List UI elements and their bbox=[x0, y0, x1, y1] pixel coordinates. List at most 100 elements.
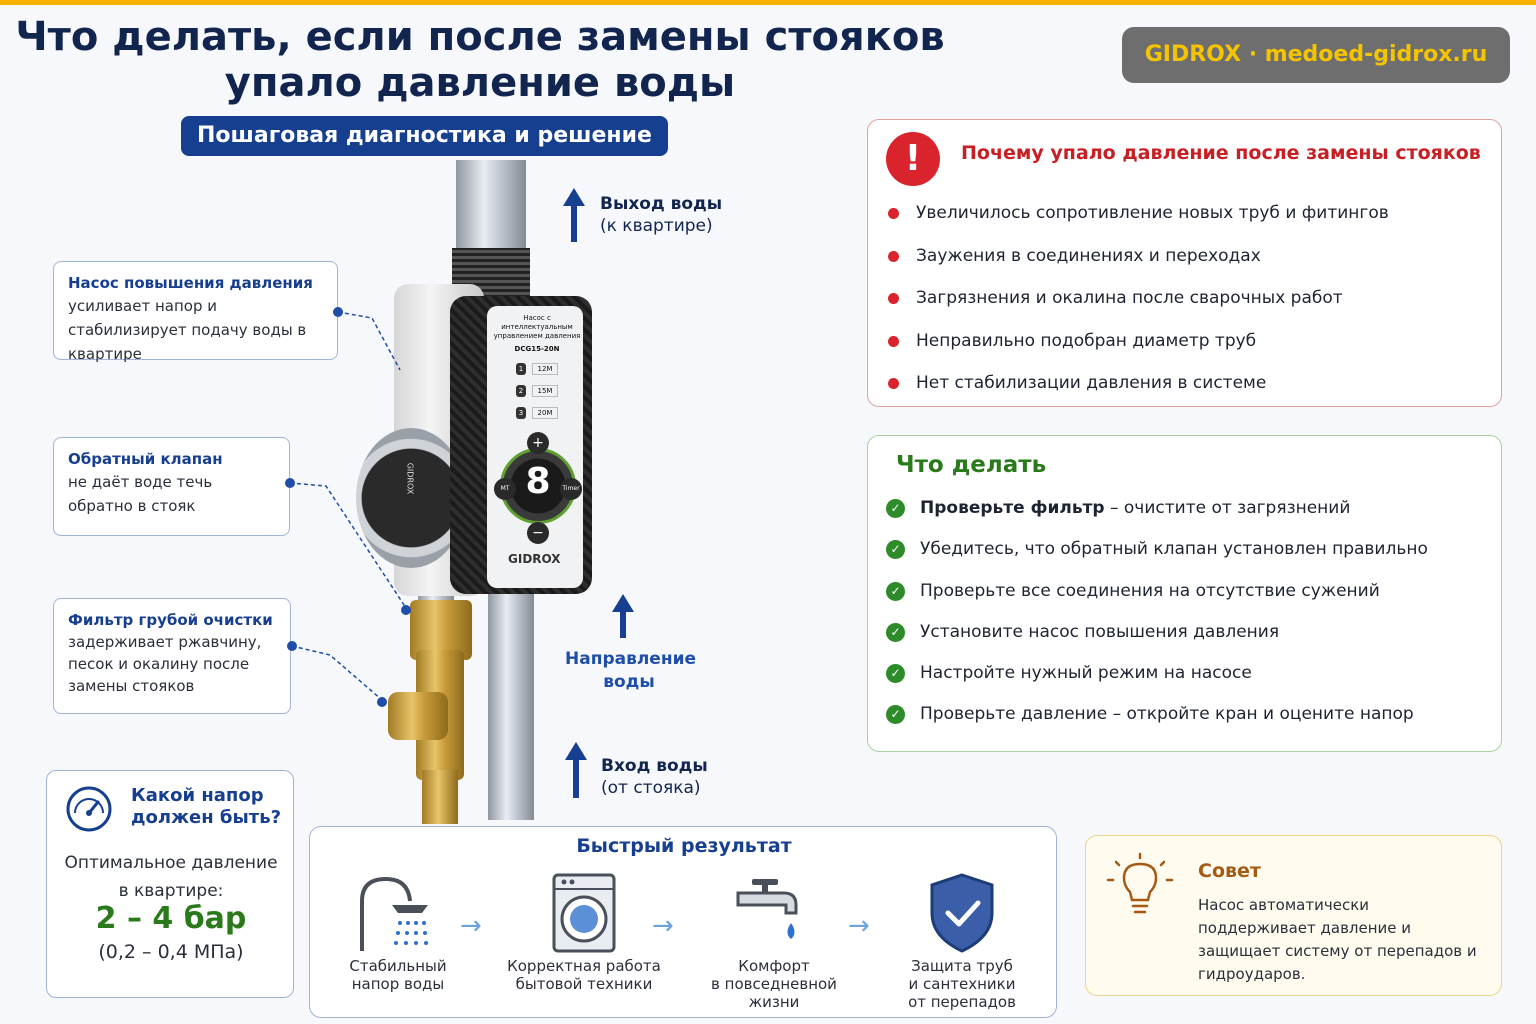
arrow-right-icon: → bbox=[848, 911, 870, 941]
pressure-text: Оптимальное давление в квартире: bbox=[47, 849, 295, 905]
outlet-arrow-icon bbox=[563, 188, 585, 242]
result-label-line-2: бытовой техники bbox=[515, 975, 653, 993]
check-circle-icon: ✓ bbox=[886, 664, 905, 684]
result-item-shield: Защита труб и сантехники от перепадов bbox=[876, 871, 1048, 1011]
list-item: ✓ Убедитесь, что обратный клапан установ… bbox=[886, 529, 1428, 570]
list-item: ✓ Проверьте давление – откройте кран и о… bbox=[886, 694, 1428, 735]
title-line-2: упало давление воды bbox=[224, 60, 736, 106]
pump-mode-1: 1 12M bbox=[516, 362, 566, 376]
callout-dot bbox=[287, 641, 297, 651]
list-item: Нет стабилизации давления в системе bbox=[888, 362, 1389, 405]
todo-list: ✓ Проверьте фильтр – очистите от загрязн… bbox=[886, 488, 1428, 736]
todo-item-text: Проверьте давление – откройте кран и оце… bbox=[920, 704, 1414, 725]
result-label-line-2: в повседневной bbox=[711, 975, 837, 993]
quick-result-title: Быстрый результат bbox=[576, 835, 792, 857]
todo-item-text: Настройте нужный режим на насосе bbox=[920, 663, 1252, 684]
callout-check-valve: Обратный клапан не даёт воде течь обратн… bbox=[53, 437, 290, 536]
todo-item-bold: Проверьте фильтр bbox=[920, 498, 1105, 518]
pump-label: Насос с интеллектуальным управлением дав… bbox=[492, 314, 582, 354]
result-label-line-2: и сантехники bbox=[908, 975, 1016, 993]
pump-plus-button: + bbox=[527, 432, 549, 454]
pressure-title-line-2: должен быть? bbox=[131, 807, 282, 828]
pipe-inlet-brass bbox=[422, 770, 458, 824]
alert-icon: ! bbox=[886, 132, 940, 186]
result-label-line-3: жизни bbox=[748, 993, 800, 1011]
callout-dot bbox=[285, 478, 295, 488]
why-title: Почему упало давление после замены стояк… bbox=[961, 142, 1481, 164]
pipe-bottom bbox=[488, 590, 534, 820]
list-item: ✓ Проверьте фильтр – очистите от загрязн… bbox=[886, 488, 1428, 529]
list-item: ✓ Настройте нужный режим на насосе bbox=[886, 653, 1428, 694]
callout-text: усиливает напор и стабилизирует подачу в… bbox=[68, 297, 307, 363]
callout-text: задерживает ржавчину, песок и окалину по… bbox=[68, 633, 262, 695]
result-item-washing-machine: Корректная работа бытовой техники bbox=[498, 871, 670, 993]
todo-item-text: Проверьте все соединения на отсутствие с… bbox=[920, 580, 1380, 601]
callout-dot bbox=[333, 307, 343, 317]
result-label: Стабильный напор воды bbox=[312, 957, 484, 993]
result-label-line-1: Стабильный bbox=[349, 957, 447, 975]
list-item: ✓ Проверьте все соединения на отсутствие… bbox=[886, 571, 1428, 612]
inlet-label: Вход воды (от стояка) bbox=[601, 755, 708, 799]
mode-label: 12M bbox=[532, 363, 558, 375]
inlet-arrow-icon bbox=[565, 742, 587, 798]
pump-label-line-1: Насос с интеллектуальным bbox=[501, 314, 573, 331]
pressure-text-line-1: Оптимальное давление bbox=[64, 853, 278, 873]
mode-number: 1 bbox=[516, 363, 526, 375]
result-label-line-1: Защита труб bbox=[911, 957, 1013, 975]
check-circle-icon: ✓ bbox=[886, 499, 905, 518]
result-label-line-1: Корректная работа bbox=[507, 957, 661, 975]
filter-branch bbox=[388, 692, 448, 740]
pump-right-button: Timer bbox=[560, 478, 582, 500]
mode-number: 2 bbox=[516, 385, 526, 397]
inlet-subtitle: (от стояка) bbox=[601, 778, 701, 798]
mode-label: 15M bbox=[532, 385, 558, 397]
pressure-value: 2 – 4 бар bbox=[95, 901, 247, 936]
pump-minus-button: − bbox=[527, 522, 549, 544]
pressure-text-line-2: в квартире: bbox=[118, 881, 224, 901]
arrow-right-icon: → bbox=[460, 911, 482, 941]
todo-item-text: Убедитесь, что обратный клапан установле… bbox=[920, 539, 1428, 560]
outlet-label: Выход воды (к квартире) bbox=[600, 193, 722, 237]
arrow-right-icon: → bbox=[652, 911, 674, 941]
result-label-line-2: напор воды bbox=[351, 975, 445, 993]
list-item: Неправильно подобран диаметр труб bbox=[888, 320, 1389, 363]
result-label-line-1: Комфорт bbox=[738, 957, 810, 975]
tip-text: Насос автоматически поддерживает давлени… bbox=[1198, 896, 1477, 983]
lightbulb-icon bbox=[1106, 852, 1174, 914]
pressure-mpa: (0,2 – 0,4 МПа) bbox=[98, 941, 244, 963]
result-item-faucet: Комфорт в повседневной жизни bbox=[688, 871, 860, 1011]
pressure-title-line-1: Какой напор bbox=[131, 785, 264, 806]
shield-check-icon bbox=[876, 871, 1048, 957]
todo-item-text: – очистите от загрязнений bbox=[1104, 498, 1351, 518]
callout-pump: Насос повышения давления усиливает напор… bbox=[53, 261, 338, 363]
why-box: ! Почему упало давление после замены сто… bbox=[867, 119, 1502, 407]
list-item: Увеличилось сопротивление новых труб и ф… bbox=[888, 192, 1389, 235]
tip-title: Совет bbox=[1198, 860, 1261, 882]
title-line-1: Что делать, если после замены стояков bbox=[15, 14, 945, 60]
page-title: Что делать, если после замены стояков уп… bbox=[0, 14, 960, 106]
result-label: Комфорт в повседневной жизни bbox=[688, 957, 860, 1011]
direction-arrow-icon bbox=[612, 594, 634, 638]
callout-text: не даёт воде течь обратно в стояк bbox=[68, 473, 213, 515]
todo-box: Что делать ✓ Проверьте фильтр – очистите… bbox=[867, 435, 1502, 752]
callout-filter: Фильтр грубой очистки задерживает ржавчи… bbox=[53, 598, 291, 714]
callout-title: Фильтр грубой очистки bbox=[68, 611, 273, 629]
outlet-title: Выход воды bbox=[600, 194, 723, 214]
faucet-icon bbox=[688, 871, 860, 957]
brand-badge[interactable]: GIDROX · medoed-gidrox.ru bbox=[1122, 27, 1510, 83]
tip-box: Совет Насос автоматически поддерживает д… bbox=[1085, 835, 1502, 996]
pipe-top bbox=[456, 160, 526, 256]
pump-left-button: MT bbox=[494, 478, 516, 500]
pump-logo: GIDROX bbox=[508, 552, 561, 566]
todo-item-text: Установите насос повышения давления bbox=[920, 621, 1280, 642]
result-label-line-3: от перепадов bbox=[908, 993, 1016, 1011]
outlet-subtitle: (к квартире) bbox=[600, 216, 713, 236]
why-list: Увеличилось сопротивление новых труб и ф… bbox=[888, 192, 1389, 405]
shower-icon bbox=[312, 871, 484, 957]
callout-dot bbox=[377, 697, 387, 707]
pump-motor bbox=[356, 428, 466, 568]
list-item: ✓ Установите насос повышения давления bbox=[886, 612, 1428, 653]
pressure-title: Какой напор должен быть? bbox=[131, 785, 281, 829]
